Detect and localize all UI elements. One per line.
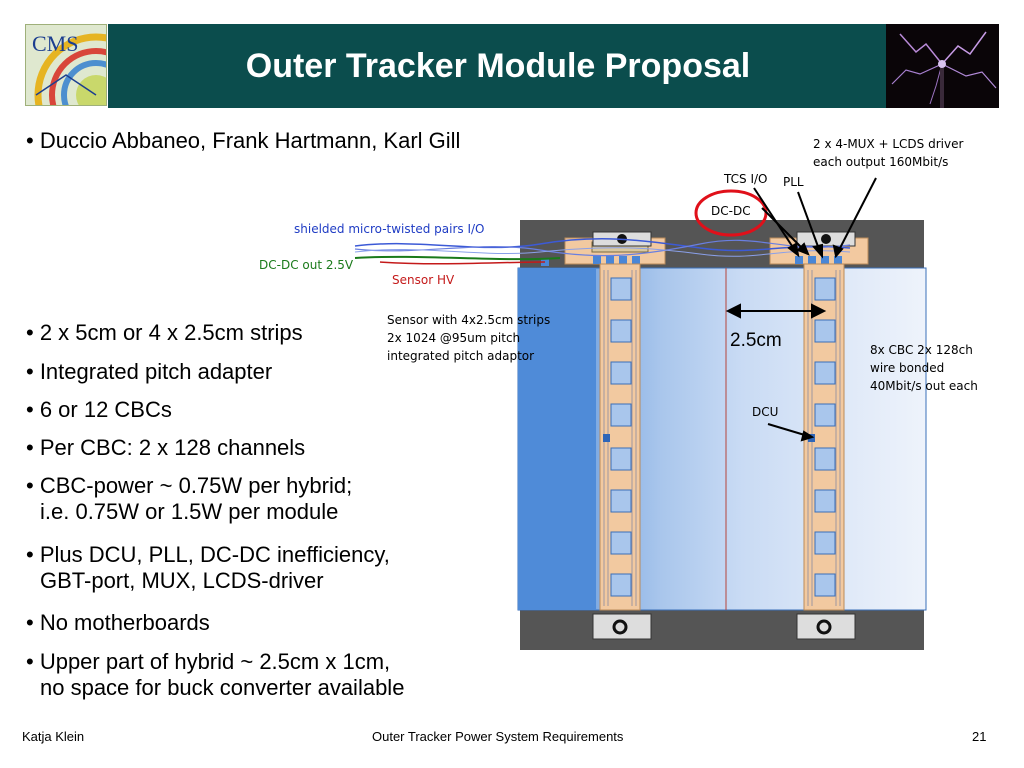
right-hybrid-bonds (807, 270, 841, 606)
sensor-note-line1: Sensor with 4x2.5cm strips (387, 313, 551, 327)
bullet-1-text: • 2 x 5cm or 4 x 2.5cm strips (26, 320, 303, 345)
pll-label: PLL (783, 175, 804, 189)
sensor-hv-cable (379, 261, 546, 265)
authors-line: • Duccio Abbaneo, Frank Hartmann, Karl G… (26, 128, 461, 153)
left-hybrid (599, 263, 641, 611)
dcdc-label: DC-DC (711, 204, 751, 218)
hv-connector (541, 258, 549, 266)
top-left-chip (606, 256, 614, 264)
annotation-arrows (753, 177, 877, 442)
bullet-7-text: • No motherboards (26, 610, 210, 635)
top-right-chip (821, 256, 829, 264)
right-hybrid (803, 263, 845, 611)
lightning-graphic (886, 24, 999, 108)
sensor-area (517, 267, 927, 611)
cbc-note-line1: 8x CBC 2x 128ch (870, 343, 973, 357)
dcdc-out-cable (354, 255, 561, 261)
bullet-5: • CBC-power ~ 0.75W per hybrid; i.e. 0.7… (26, 473, 352, 525)
bottom-left-mount (592, 613, 652, 640)
shielded-pairs-label: shielded micro-twisted pairs I/O (294, 222, 485, 236)
tesla-coil-photo (886, 24, 999, 108)
bullet-2: • Integrated pitch adapter (26, 359, 272, 385)
cms-logo-text: CMS (32, 31, 79, 56)
bullet-7: • No motherboards (26, 610, 210, 636)
module-frame (520, 220, 924, 650)
mux-note-line2: each output 160Mbit/s (813, 155, 949, 169)
dcu-label: DCU (752, 405, 779, 419)
pitch-double-arrow (725, 303, 827, 319)
bullet-3: • 6 or 12 CBCs (26, 397, 172, 423)
top-left-chip (632, 256, 640, 264)
left-dcu-chip (603, 434, 610, 442)
bullet-4: • Per CBC: 2 x 128 channels (26, 435, 305, 461)
left-hybrid-bonds (603, 270, 637, 606)
bullet-6-text: • Plus DCU, PLL, DC-DC inefficiency, (26, 542, 390, 567)
top-right-chip (808, 256, 816, 264)
top-right-hybrid (769, 237, 869, 265)
left-cbc-chips (610, 277, 632, 597)
bullet-6: • Plus DCU, PLL, DC-DC inefficiency, GBT… (26, 542, 390, 594)
bottom-left-hole-icon (612, 619, 628, 635)
bullet-1: • 2 x 5cm or 4 x 2.5cm strips (26, 320, 303, 346)
bullet-8-continuation: no space for buck converter available (40, 675, 405, 700)
top-left-hole-icon (617, 234, 627, 244)
bullet-3-text: • 6 or 12 CBCs (26, 397, 172, 422)
tcs-io-label: TCS I/O (724, 172, 768, 186)
slide-title: Outer Tracker Module Proposal (245, 46, 751, 85)
footer-page-number: 21 (972, 729, 987, 744)
title-band (108, 24, 888, 108)
dcdc-out-label: DC-DC out 2.5V (259, 258, 354, 272)
top-right-mount (796, 231, 856, 247)
footer-talk-title: Outer Tracker Power System Requirements (372, 729, 624, 744)
bullet-6-continuation: GBT-port, MUX, LCDS-driver (40, 568, 324, 593)
sensor-hv-label: Sensor HV (392, 273, 455, 287)
cms-logo: CMS (25, 24, 107, 106)
mux-note-line1: 2 x 4-MUX + LCDS driver (813, 137, 964, 151)
right-dcu-chip (808, 434, 815, 442)
bullet-5-text: • CBC-power ~ 0.75W per hybrid; (26, 473, 353, 498)
bottom-right-mount (796, 613, 856, 640)
cbc-note-line3: 40Mbit/s out each (870, 379, 978, 393)
top-left-chip (619, 256, 627, 264)
bullet-8: • Upper part of hybrid ~ 2.5cm x 1cm, no… (26, 649, 404, 701)
sensor-note-line3: integrated pitch adaptor (387, 349, 535, 363)
cms-logo-graphic (34, 33, 106, 105)
top-right-chip (795, 256, 803, 264)
bottom-right-hole-icon (816, 619, 832, 635)
top-left-hybrid (564, 237, 666, 265)
footer-author: Katja Klein (22, 729, 85, 744)
cbc-note-line2: wire bonded (870, 361, 945, 375)
right-cbc-chips (814, 277, 836, 597)
bullet-5-continuation: i.e. 0.75W or 1.5W per module (40, 499, 339, 524)
twisted-pair-cables (354, 238, 851, 257)
bullet-4-text: • Per CBC: 2 x 128 channels (26, 435, 306, 460)
sensor-note-line2: 2x 1024 @95um pitch (387, 331, 521, 345)
top-right-hole-icon (821, 234, 831, 244)
top-left-mount (592, 231, 652, 247)
top-left-chip (593, 256, 601, 264)
bullet-8-text: • Upper part of hybrid ~ 2.5cm x 1cm, (26, 649, 391, 674)
bullet-2-text: • Integrated pitch adapter (26, 359, 273, 384)
top-right-chip (834, 256, 842, 264)
pitch-label: 2.5cm (730, 330, 782, 351)
top-left-connector (591, 241, 649, 253)
